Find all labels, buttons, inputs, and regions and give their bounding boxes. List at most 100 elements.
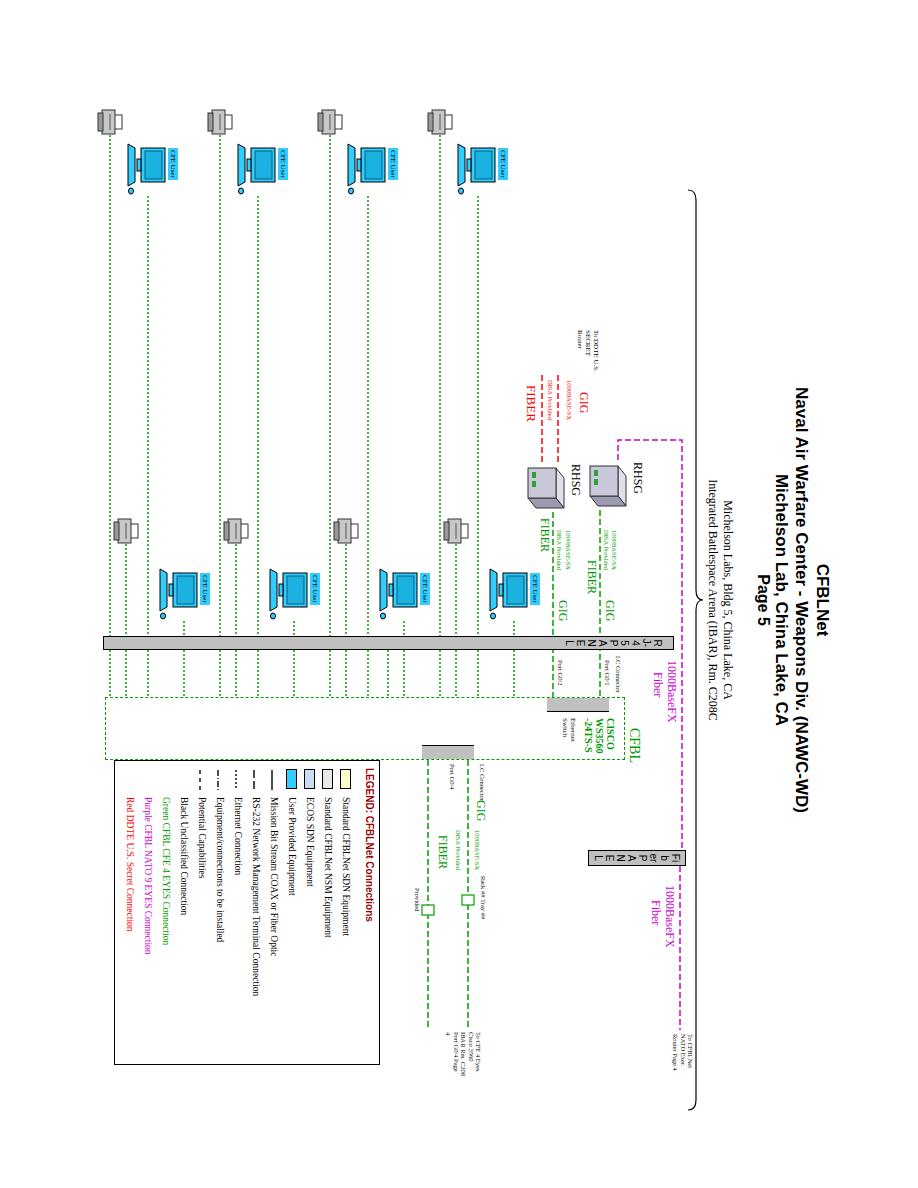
connector — [599, 510, 601, 697]
legend-row: Black Unclassified Connection — [175, 769, 193, 1058]
legend-row: Red DDTE U.S. Secret Connection — [121, 769, 139, 1058]
router-icon — [588, 460, 628, 510]
label-text: Integrated Battlespace Arena (IBAR), Rm.… — [705, 300, 719, 900]
legend-sample — [287, 769, 298, 797]
bracket — [688, 190, 703, 1110]
label-text: Fiber — [648, 900, 662, 925]
connector — [147, 196, 149, 636]
legend-row: Mission Bit Stream COAX or Fiber Optic — [265, 769, 283, 1058]
label-text: FIBER — [523, 385, 538, 422]
label-text: LEGEND: CFBLNet Connections — [364, 768, 376, 922]
switch-text: CFBL — [627, 728, 642, 763]
label-text: To DDTE U.S. SECRET Router — [576, 330, 600, 372]
legend-swatch — [341, 769, 352, 789]
switch-text: Ethernet Switch — [561, 718, 576, 758]
router-gateway: RHSG — [588, 460, 628, 510]
label-text: LC Connector — [615, 656, 622, 693]
connector — [552, 512, 554, 697]
legend-sample — [341, 769, 352, 797]
label-text: FIBER — [584, 560, 598, 594]
legend-line-sample — [233, 769, 239, 791]
label-text: 1000BaseFX — [662, 885, 676, 948]
legend-line-sample — [251, 769, 257, 791]
ethernet-wires — [110, 135, 514, 697]
label-text: DISA Provided — [556, 530, 563, 570]
legend-swatch — [323, 769, 334, 789]
computer-icon — [378, 565, 418, 621]
legend-text: Standard CFBLNet SDN Equipment — [341, 797, 351, 936]
label-text: FIBER — [537, 518, 551, 552]
label-text: 1000BASE-SX — [565, 530, 572, 570]
computer-icon — [346, 140, 386, 196]
user-workstation: CFE User — [268, 565, 320, 621]
legend-text: Red DDTE U.S. Secret Connection — [125, 797, 135, 932]
device-label: RHSG — [630, 462, 645, 494]
label-text: Port G0/1 — [604, 660, 611, 685]
user-label: CFE User — [530, 573, 540, 605]
legend-sample — [247, 769, 265, 797]
connector — [513, 621, 515, 636]
computer-icon — [126, 140, 166, 196]
port-strip — [547, 698, 609, 712]
label-text: 1000BASE-SX — [474, 830, 481, 870]
legend-row: Equipment/connections to be installed — [211, 769, 229, 1058]
legend-row: Standard CFBLNet NSM Equipment — [319, 769, 337, 1058]
router-icon — [526, 462, 566, 512]
label-text: GIG — [576, 392, 590, 413]
label-text: Rack ## Tray ## — [480, 876, 487, 919]
ethernet-switch: CFBLCISCO WS3560 -24TS-SEthernet Switch — [105, 697, 625, 760]
legend-row: User Provided Equipment — [283, 769, 301, 1058]
computer-icon — [236, 140, 276, 196]
user-label: CFE User — [168, 148, 178, 180]
label-text: Port G0/2 — [557, 660, 564, 685]
user-workstation: CFE User — [236, 140, 288, 196]
legend-row: Purple CFBL NATO 9 EYES Connection — [139, 769, 157, 1058]
user-workstation: CFE User — [456, 140, 508, 196]
user-label: CFE User — [420, 573, 430, 605]
label-text: Page 5 — [754, 300, 772, 900]
label-text: DISA Provided — [603, 530, 610, 570]
computer-icon — [158, 565, 198, 621]
label-text: To CFBLNet NATO Exer. Router Page 4 — [672, 1034, 694, 1078]
label-text: Provided — [414, 888, 421, 911]
legend-sample — [265, 769, 283, 797]
label-text: FIBER — [435, 835, 449, 869]
connector — [387, 650, 389, 697]
legend-text: Mission Bit Stream COAX or Fiber Optic — [269, 797, 279, 956]
legend-text: Green CFBL CFE 4 EYES Connection — [161, 797, 171, 945]
legend-text: Ethernet Connection — [233, 797, 243, 875]
diagram-title: CFBLNet — [812, 300, 832, 900]
label-text: Michelson Labs, Bldg 5, China Lake, CA — [720, 300, 734, 900]
legend-text: Black Unclassified Connection — [179, 797, 189, 915]
label-text: DISA Provided — [455, 830, 462, 870]
label-text: Naval Air Warfare Center - Weapons Div. … — [791, 300, 811, 900]
computer-icon — [456, 140, 496, 196]
legend-row: Green CFBL CFE 4 EYES Connection — [157, 769, 175, 1058]
legend-text: RS-232 Network Management Terminal Conne… — [251, 797, 261, 996]
legend-text: ECOS SDN Equipment — [305, 797, 315, 887]
label-text: To CFE 4 Eyes Cisco 3560 IBAR Rm. C208 P… — [445, 1032, 482, 1076]
user-label: CFE User — [498, 148, 508, 180]
legend-text: Standard CFBLNet NSM Equipment — [323, 797, 333, 938]
legend-sample — [229, 769, 247, 797]
legend-box: Standard CFBLNet SDN Equipment Standard C… — [114, 760, 380, 1065]
connector — [183, 621, 185, 636]
legend-text: Purple CFBL NATO 9 EYES Connection — [143, 797, 153, 955]
legend-swatch — [305, 769, 316, 789]
port-strip — [422, 745, 474, 759]
label-text: LC Connector — [479, 764, 486, 801]
fiber-panel: Fiber PANEL — [588, 850, 686, 866]
user-label: CFE User — [278, 148, 288, 180]
legend-sample — [305, 769, 316, 797]
user-workstation: CFE User — [158, 565, 210, 621]
legend-row: Standard CFBLNet SDN Equipment — [337, 769, 355, 1058]
edge-label: GIG — [555, 600, 569, 621]
user-workstation: CFE User — [488, 565, 540, 621]
connector — [477, 196, 479, 636]
legend-sample — [323, 769, 334, 797]
computer-icon — [488, 565, 528, 621]
user-workstation: CFE User — [126, 140, 178, 196]
label-text: GIG — [473, 800, 487, 821]
legend-sample — [211, 769, 229, 797]
